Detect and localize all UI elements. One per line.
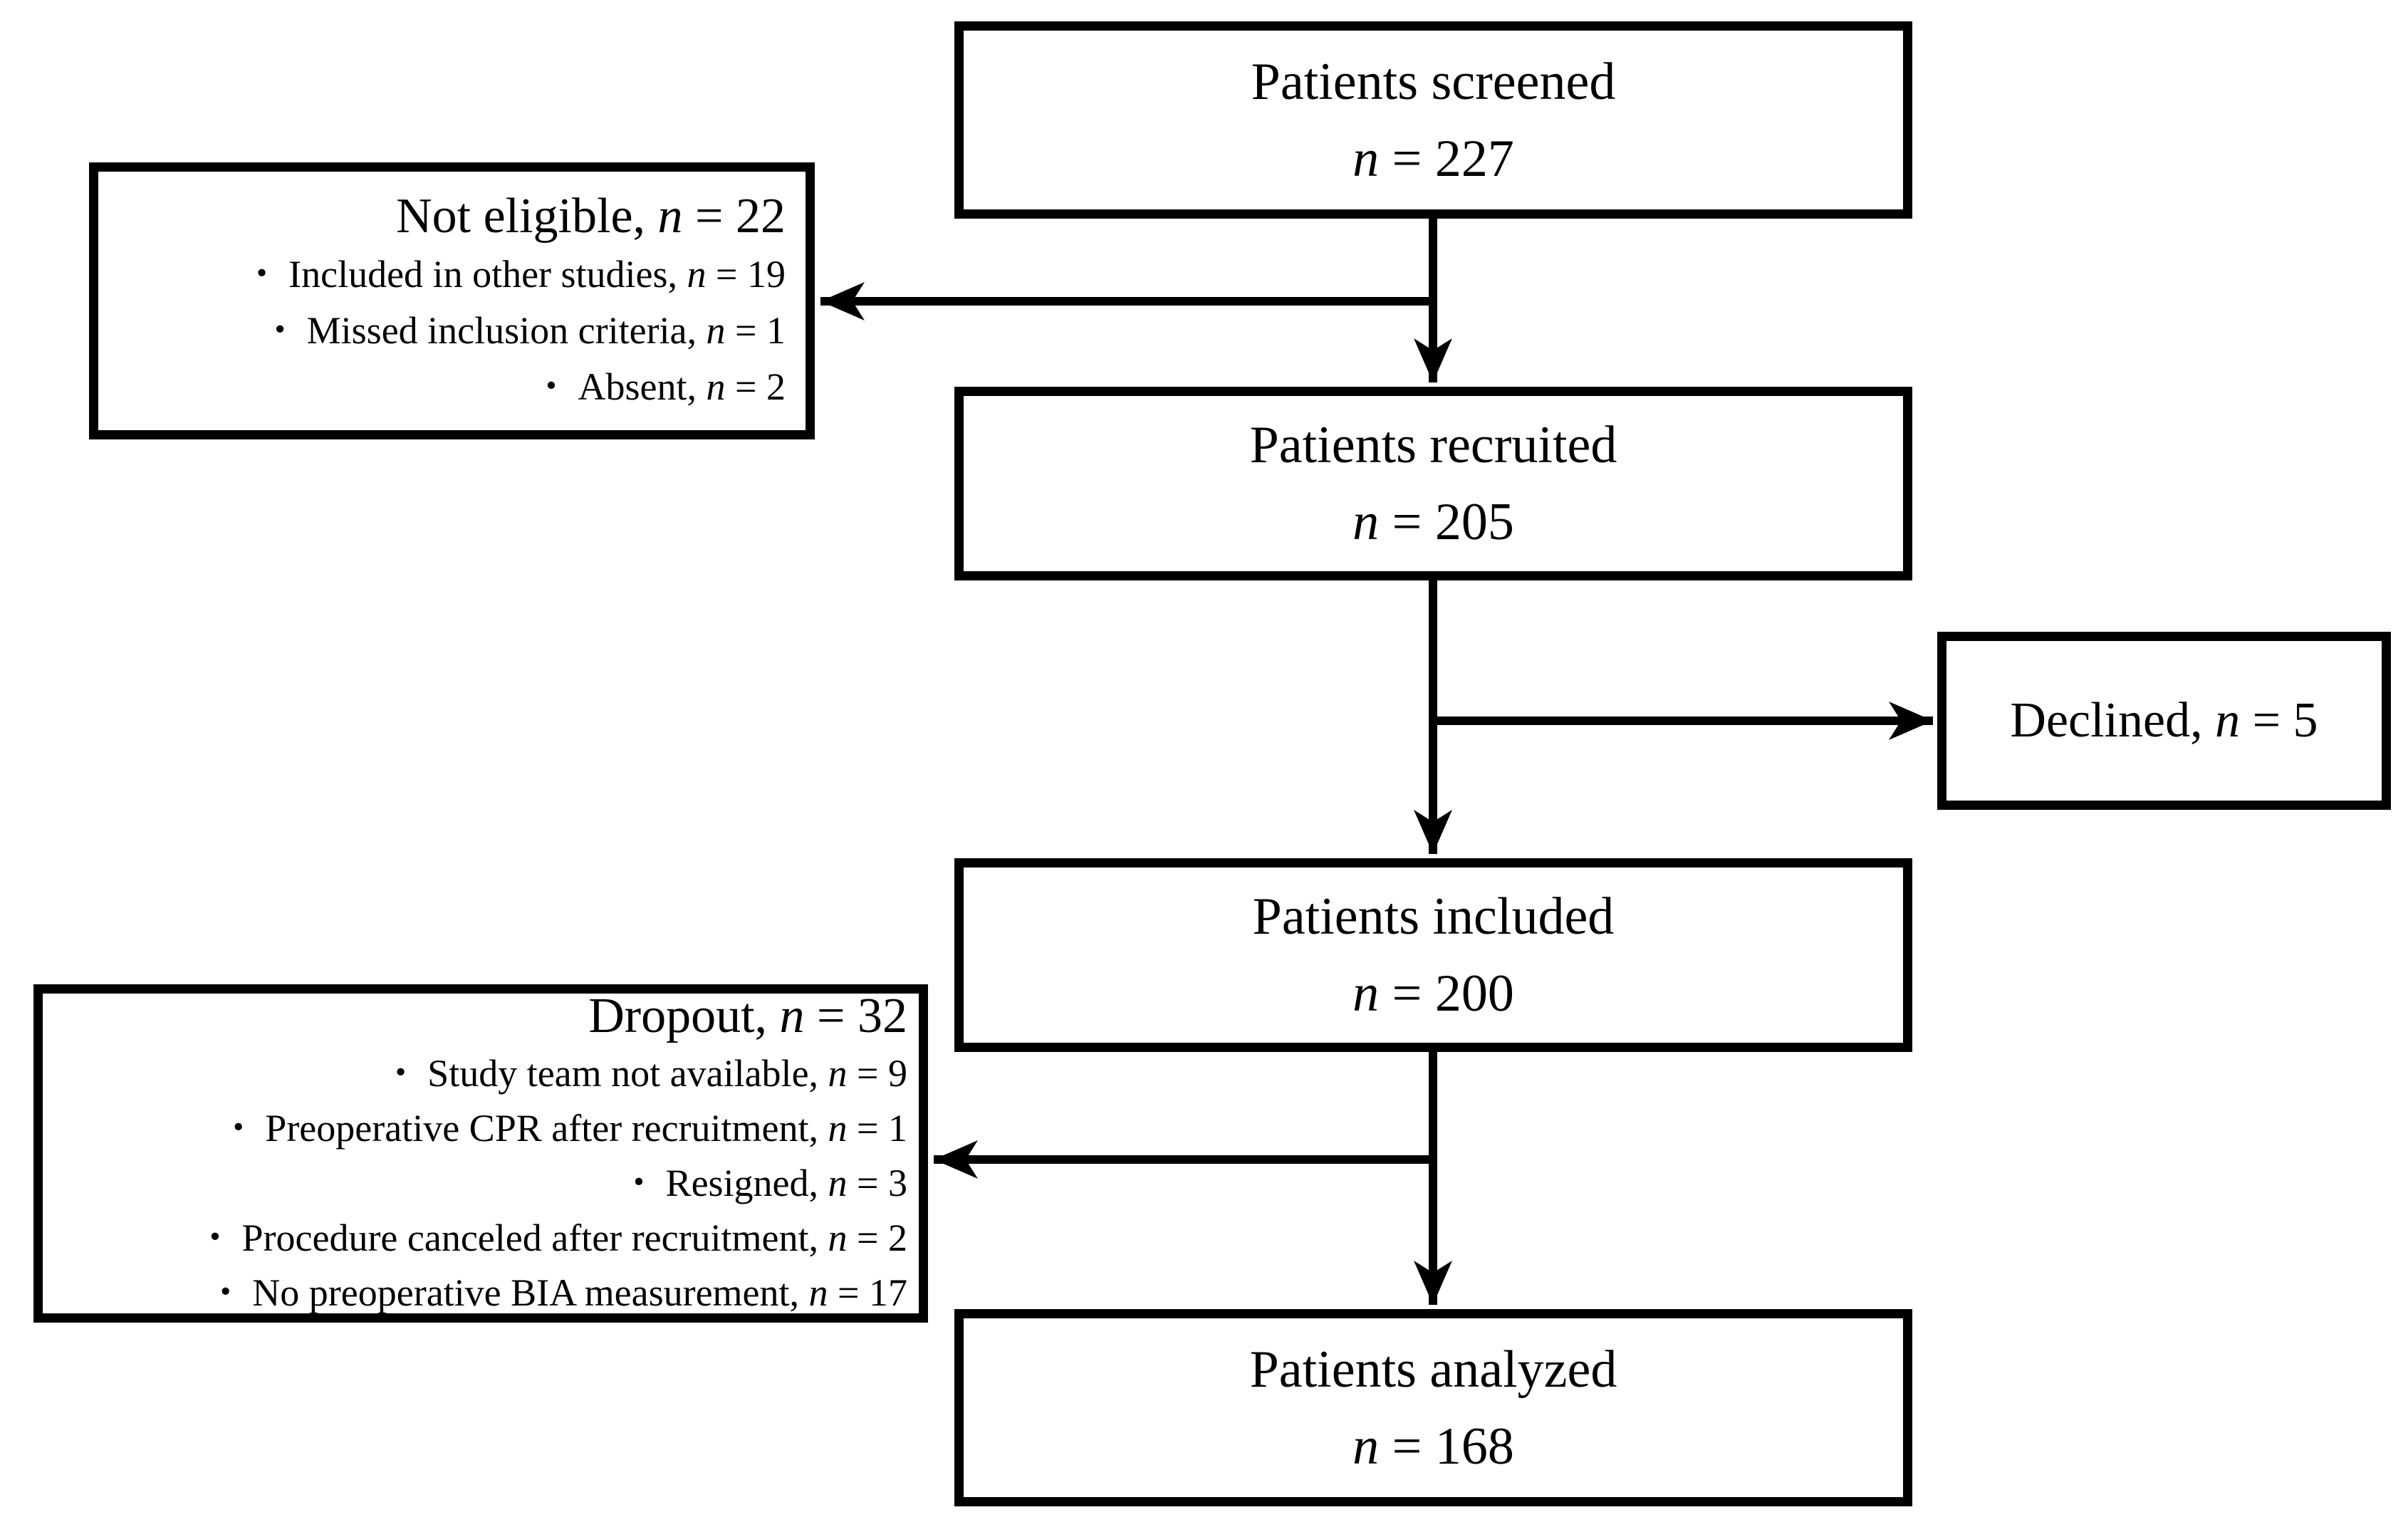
box-not-eligible: Not eligible, n = 22 •Included in other … xyxy=(89,162,815,439)
bullet-marker-icon: • xyxy=(633,1165,645,1199)
list-item: • Missed inclusion criteria, n = 1 xyxy=(98,304,786,360)
box-count: n = 168 xyxy=(1352,1420,1514,1473)
item-text: Missed inclusion criteria, xyxy=(306,309,707,352)
list-item: • Resigned, n = 3 xyxy=(43,1157,907,1212)
n-value: = 2 xyxy=(847,1216,907,1259)
n-symbol: n xyxy=(828,1216,848,1259)
n-symbol: n xyxy=(1352,1417,1380,1476)
n-symbol: n xyxy=(706,365,726,408)
list-item: • Preoperative CPR after recruitment, n =… xyxy=(43,1103,907,1157)
box-patients-analyzed: Patients analyzed n = 168 xyxy=(954,1309,1912,1506)
box-dropout: Dropout, n = 32 • Study team not availabl… xyxy=(33,984,928,1323)
n-value: = 205 xyxy=(1379,493,1514,551)
box-title: Dropout, n = 32 xyxy=(43,985,907,1048)
n-value: = 22 xyxy=(682,189,786,244)
bullet-marker-icon: • xyxy=(546,369,557,402)
n-value: = 227 xyxy=(1379,129,1514,188)
box-title: Patients included xyxy=(1252,887,1615,946)
bullet-marker-icon: • xyxy=(274,313,286,346)
box-title: Declined, n = 5 xyxy=(1946,692,2382,749)
title-text: Declined, xyxy=(2010,693,2216,748)
n-value: = 3 xyxy=(847,1162,907,1204)
box-title: Patients analyzed xyxy=(1249,1340,1617,1399)
box-patients-included: Patients included n = 200 xyxy=(954,858,1912,1052)
n-symbol: n xyxy=(687,253,707,296)
list-item: • Included in other studies, n = 19 xyxy=(98,248,786,304)
n-symbol: n xyxy=(1352,493,1380,551)
n-symbol: n xyxy=(2215,693,2241,748)
box-title: Not eligible, n = 22 xyxy=(98,185,786,248)
n-symbol: n xyxy=(1352,964,1380,1023)
n-value: = 200 xyxy=(1379,964,1514,1023)
bullet-marker-icon: • xyxy=(233,1110,244,1144)
n-symbol: n xyxy=(828,1162,848,1204)
list-item: • Study team not available, n = 9 xyxy=(43,1048,907,1103)
list-item: • No preoperative BIA measurement, n = 17 xyxy=(43,1267,907,1322)
n-value: = 168 xyxy=(1379,1417,1514,1476)
n-value: = 1 xyxy=(847,1107,907,1150)
n-value: = 32 xyxy=(804,989,907,1043)
box-title: Patients screened xyxy=(1251,52,1616,111)
item-text: Procedure canceled after recruitment, xyxy=(241,1216,828,1259)
n-symbol: n xyxy=(706,309,726,352)
n-value: = 19 xyxy=(706,253,786,296)
list-item: • Procedure canceled after recruitment, n… xyxy=(43,1212,907,1267)
box-count: n = 200 xyxy=(1352,967,1514,1020)
item-text: Resigned, xyxy=(665,1162,828,1204)
item-text: No preoperative BIA measurement, xyxy=(252,1271,809,1314)
n-symbol: n xyxy=(779,989,805,1043)
title-text: Not eligible, xyxy=(396,189,658,244)
title-text: Dropout, xyxy=(588,989,780,1043)
bullet-marker-icon: • xyxy=(220,1275,231,1308)
bullet-marker-icon: • xyxy=(209,1220,221,1254)
n-symbol: n xyxy=(808,1271,828,1314)
list-item: • Absent, n = 2 xyxy=(98,360,786,417)
box-patients-screened: Patients screened n = 227 xyxy=(954,21,1912,219)
item-text: Absent, xyxy=(578,365,707,408)
box-patients-recruited: Patients recruited n = 205 xyxy=(954,387,1912,580)
box-count: n = 205 xyxy=(1352,496,1514,548)
n-symbol: n xyxy=(828,1107,848,1150)
n-symbol: n xyxy=(828,1052,848,1095)
n-value: = 1 xyxy=(725,309,786,352)
n-value: = 9 xyxy=(847,1052,907,1095)
box-count: n = 227 xyxy=(1352,132,1514,185)
n-symbol: n xyxy=(657,189,683,244)
n-value: = 17 xyxy=(828,1271,907,1314)
n-value: = 2 xyxy=(725,365,786,408)
box-title: Patients recruited xyxy=(1249,416,1617,474)
box-declined: Declined, n = 5 xyxy=(1937,632,2391,810)
bullet-marker-icon: • xyxy=(395,1056,407,1089)
bullet-marker-icon: • xyxy=(256,256,268,290)
item-text: Preoperative CPR after recruitment, xyxy=(265,1107,828,1150)
item-text: Included in other studies, xyxy=(288,253,687,296)
n-symbol: n xyxy=(1352,129,1380,188)
item-text: Study team not available, xyxy=(427,1052,828,1095)
n-value: = 5 xyxy=(2240,693,2318,748)
